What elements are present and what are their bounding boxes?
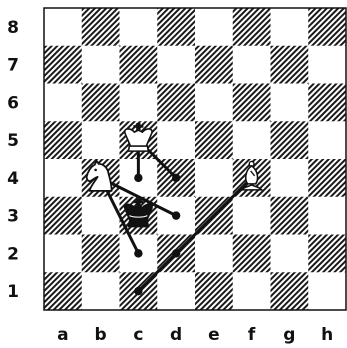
rank-label: 7 [7, 56, 19, 76]
file-label: f [248, 325, 256, 345]
target-dot-c1 [134, 287, 142, 295]
dark-square-g5[interactable] [271, 121, 309, 159]
dark-square-b6[interactable] [82, 84, 120, 122]
file-label: c [133, 325, 143, 345]
rank-label: 3 [7, 207, 19, 227]
rank-label: 8 [7, 18, 19, 38]
light-square-h3[interactable] [308, 197, 346, 235]
dark-square-d8[interactable] [157, 8, 195, 46]
dark-square-a1[interactable] [44, 272, 82, 310]
light-square-d5[interactable] [157, 121, 195, 159]
light-square-a2[interactable] [44, 235, 82, 273]
light-square-e6[interactable] [195, 84, 233, 122]
light-square-c8[interactable] [120, 8, 158, 46]
rank-label: 1 [7, 282, 19, 302]
dark-square-e1[interactable] [195, 272, 233, 310]
board-squares [44, 8, 346, 310]
dark-square-b2[interactable] [82, 235, 120, 273]
light-square-c6[interactable] [120, 84, 158, 122]
file-label: b [95, 325, 107, 345]
light-square-f7[interactable] [233, 46, 271, 84]
dark-square-a7[interactable] [44, 46, 82, 84]
dark-square-h8[interactable] [308, 8, 346, 46]
light-square-d7[interactable] [157, 46, 195, 84]
light-square-d1[interactable] [157, 272, 195, 310]
dark-square-f2[interactable] [233, 235, 271, 273]
light-square-f3[interactable] [233, 197, 271, 235]
light-square-a6[interactable] [44, 84, 82, 122]
file-label: d [170, 325, 182, 345]
dark-square-f6[interactable] [233, 84, 271, 122]
target-dot-c2 [134, 249, 142, 257]
rank-label: 4 [7, 169, 19, 189]
file-label: e [208, 325, 220, 345]
light-square-b7[interactable] [82, 46, 120, 84]
light-square-b5[interactable] [82, 121, 120, 159]
light-square-g4[interactable] [271, 159, 309, 197]
file-label: g [283, 325, 295, 345]
rank-label: 2 [7, 244, 19, 264]
light-square-h5[interactable] [308, 121, 346, 159]
dark-square-a3[interactable] [44, 197, 82, 235]
dark-square-a5[interactable] [44, 121, 82, 159]
dark-square-g7[interactable] [271, 46, 309, 84]
dark-square-g1[interactable] [271, 272, 309, 310]
dark-square-b8[interactable] [82, 8, 120, 46]
dark-square-h4[interactable] [308, 159, 346, 197]
dark-square-h2[interactable] [308, 235, 346, 273]
light-square-b1[interactable] [82, 272, 120, 310]
light-square-e4[interactable] [195, 159, 233, 197]
light-square-f5[interactable] [233, 121, 271, 159]
light-square-h7[interactable] [308, 46, 346, 84]
light-square-h1[interactable] [308, 272, 346, 310]
dark-square-f8[interactable] [233, 8, 271, 46]
light-square-g6[interactable] [271, 84, 309, 122]
target-dot-d2 [172, 249, 180, 257]
dark-square-h6[interactable] [308, 84, 346, 122]
dark-square-e5[interactable] [195, 121, 233, 159]
light-square-g8[interactable] [271, 8, 309, 46]
dark-square-e7[interactable] [195, 46, 233, 84]
light-square-g2[interactable] [271, 235, 309, 273]
dark-square-d6[interactable] [157, 84, 195, 122]
rank-labels: 8 7 6 5 4 3 2 1 [7, 18, 19, 302]
light-square-e8[interactable] [195, 8, 233, 46]
target-dot-d4 [172, 174, 180, 182]
file-label: h [321, 325, 333, 345]
light-square-e2[interactable] [195, 235, 233, 273]
target-dot-c4 [134, 174, 142, 182]
light-square-f1[interactable] [233, 272, 271, 310]
light-square-a8[interactable] [44, 8, 82, 46]
dark-square-c7[interactable] [120, 46, 158, 84]
rank-label: 5 [7, 131, 19, 151]
rank-label: 6 [7, 93, 19, 113]
target-dot-d3 [172, 211, 180, 219]
file-labels: a b c d e f g h [57, 325, 333, 345]
dark-square-g3[interactable] [271, 197, 309, 235]
file-label: a [57, 325, 68, 345]
light-square-a4[interactable] [44, 159, 82, 197]
